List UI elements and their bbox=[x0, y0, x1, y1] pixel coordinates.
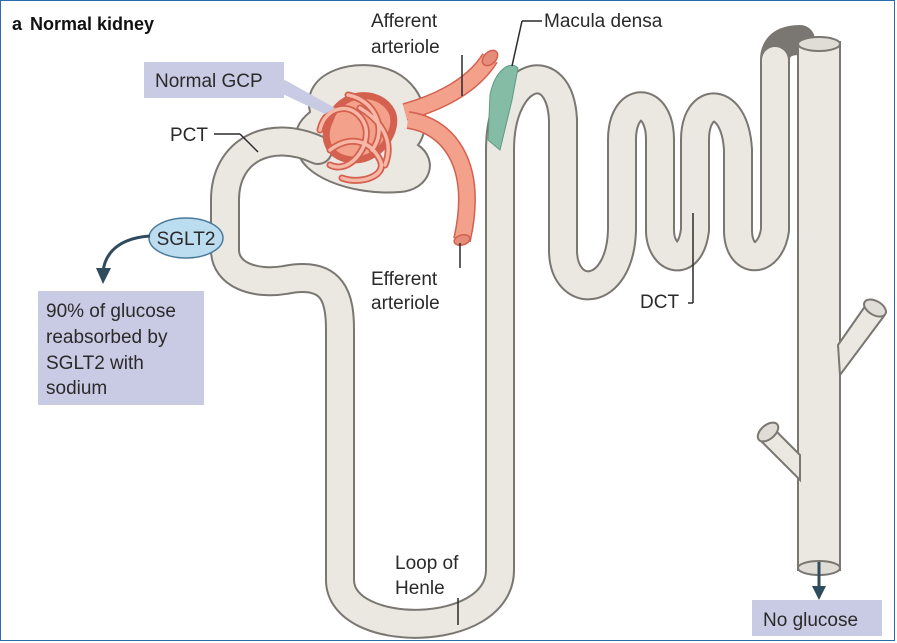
loop-label-2: Henle bbox=[395, 578, 445, 599]
sglt2-arrowhead bbox=[96, 268, 111, 284]
efferent-label-2: arteriole bbox=[371, 293, 440, 314]
macula-densa-label: Macula densa bbox=[544, 11, 663, 32]
sglt2-label: SGLT2 bbox=[157, 229, 216, 250]
macula-leader-2 bbox=[512, 21, 522, 66]
duct-arrowhead bbox=[812, 586, 826, 600]
normal-gcp-label: Normal GCP bbox=[155, 71, 263, 92]
dct-label: DCT bbox=[640, 292, 679, 313]
efferent-label-1: Efferent bbox=[371, 269, 438, 290]
sglt2-arrow bbox=[103, 236, 150, 272]
afferent-label-1: Afferent bbox=[371, 11, 438, 32]
no-glucose-label: No glucose bbox=[763, 610, 858, 631]
loop-label-1: Loop of bbox=[395, 553, 459, 574]
afferent-label-2: arteriole bbox=[371, 37, 440, 58]
pct-label: PCT bbox=[170, 125, 208, 146]
